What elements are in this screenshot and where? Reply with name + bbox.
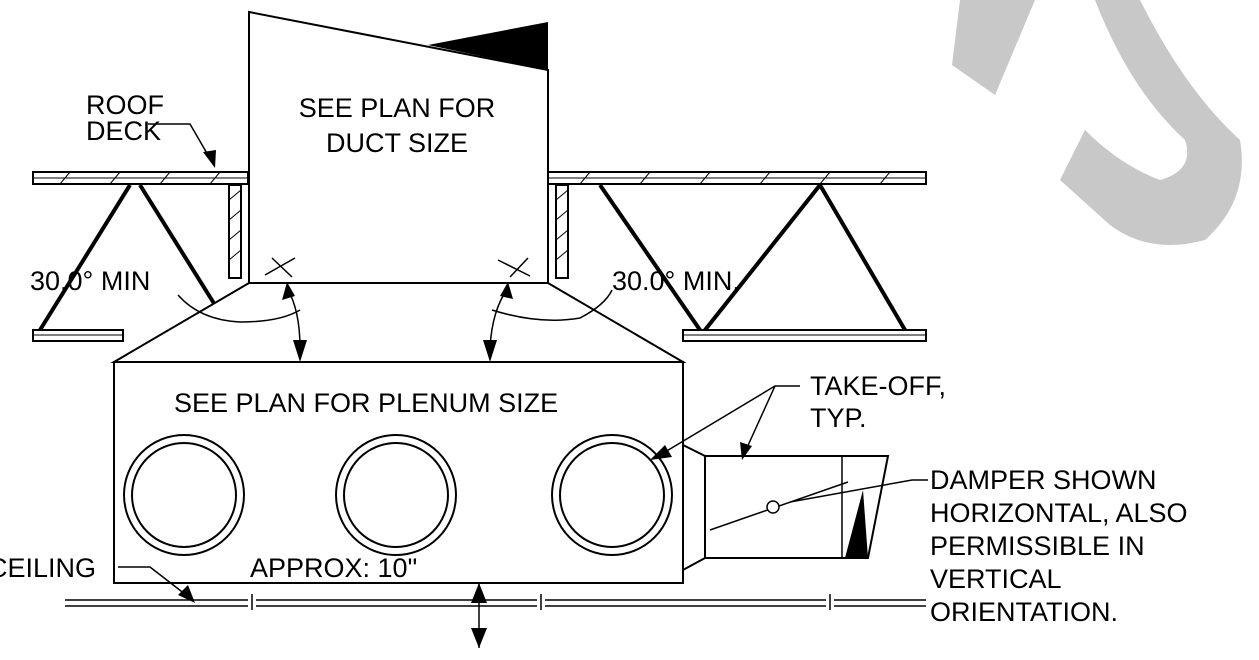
take-off-label-line1: TAKE-OFF, bbox=[810, 371, 946, 401]
transition bbox=[110, 282, 687, 363]
joist-bottom-chord bbox=[32, 329, 927, 342]
angle-label-left: 30.0° MIN bbox=[30, 266, 150, 296]
angle-label-right: 30.0° MIN. bbox=[612, 266, 740, 296]
take-off-label-line2: TYP. bbox=[810, 403, 867, 433]
damper-note-line2: HORIZONTAL, ALSO bbox=[930, 498, 1188, 528]
leaders bbox=[118, 123, 928, 599]
duct-size-note-line1: SEE PLAN FOR bbox=[299, 93, 496, 123]
watermark-logo bbox=[952, 0, 1242, 245]
damper-note-line1: DAMPER SHOWN bbox=[930, 465, 1157, 495]
joist-webs bbox=[38, 183, 907, 332]
take-off-duct bbox=[682, 443, 890, 572]
plenum bbox=[113, 361, 684, 584]
angle-supports bbox=[228, 184, 569, 279]
leader-arrowheads bbox=[178, 150, 752, 603]
ceiling-label: CEILING bbox=[0, 553, 96, 583]
roof-deck-label-line2: DECK bbox=[86, 116, 161, 146]
damper-note-line5: ORIENTATION. bbox=[930, 597, 1118, 627]
duct-size-note-line2: DUCT SIZE bbox=[326, 128, 468, 158]
plenum-size-note: SEE PLAN FOR PLENUM SIZE bbox=[174, 388, 558, 418]
clearance-dimension bbox=[471, 583, 487, 648]
roof-deck bbox=[32, 171, 927, 185]
clearance-label: APPROX: 10" bbox=[250, 553, 417, 583]
ceiling-line bbox=[65, 594, 926, 610]
damper-note-line4: VERTICAL bbox=[930, 564, 1062, 594]
damper-note-line3: PERMISSIBLE IN bbox=[930, 531, 1145, 561]
angle-arrowheads bbox=[282, 282, 513, 362]
roof-deck-label-line1: ROOF bbox=[86, 90, 164, 120]
